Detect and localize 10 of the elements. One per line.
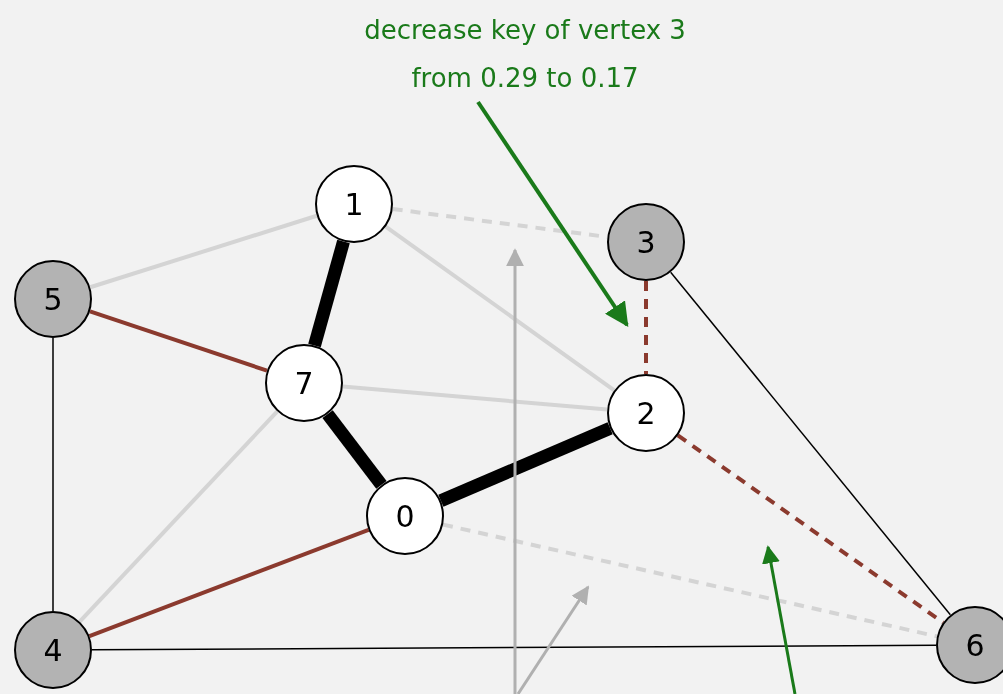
graph-edge [669,271,952,616]
graph-edge [438,422,613,507]
annotation-text: decrease key of vertex 3 from 0.29 to 0.17 [363,14,687,95]
graph-edge [91,644,937,651]
graph-edge [322,410,387,489]
arrow [476,100,629,327]
graph-edge [78,410,279,623]
graph-edge [644,281,648,374]
graph-edge [52,337,54,612]
graph-edge [342,384,608,412]
